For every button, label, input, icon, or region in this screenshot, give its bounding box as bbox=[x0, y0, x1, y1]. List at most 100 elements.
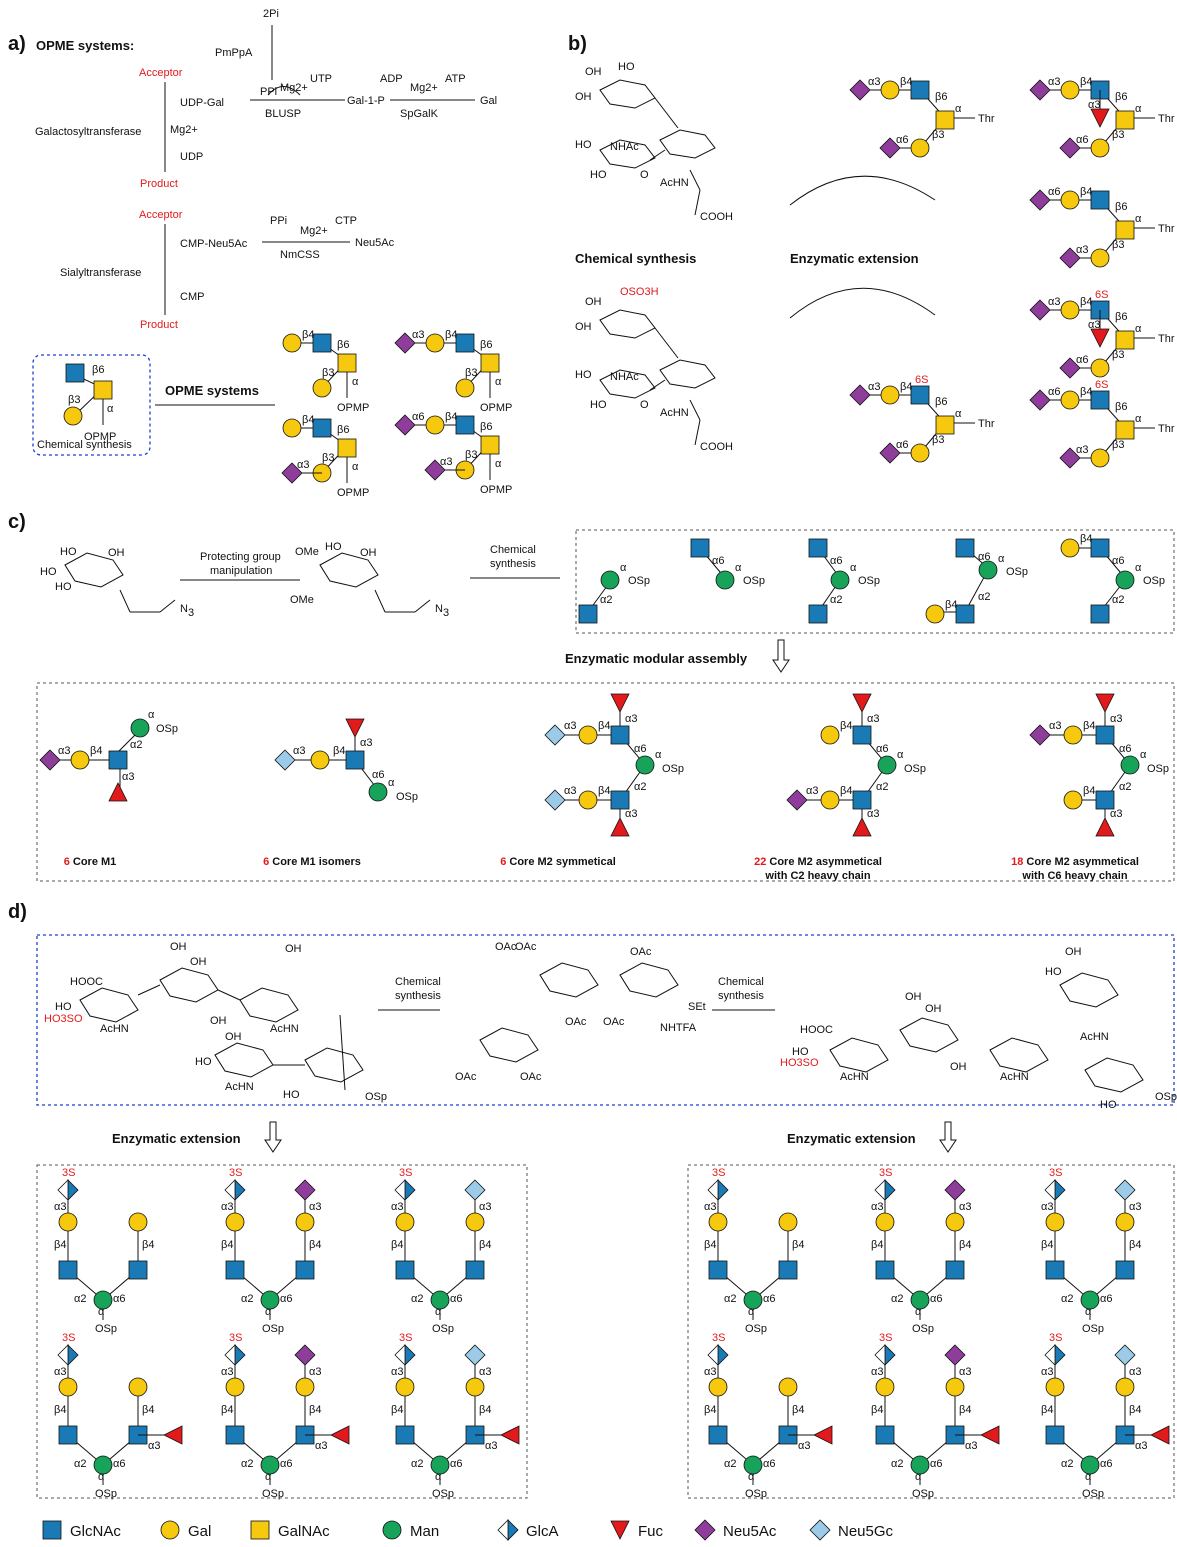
gal-icon bbox=[58, 1212, 78, 1232]
glcnac-icon bbox=[65, 363, 85, 383]
label: N bbox=[180, 603, 188, 615]
label: OH bbox=[585, 296, 602, 308]
neu5ac-icon bbox=[849, 79, 871, 101]
gal-legend-icon bbox=[160, 1520, 180, 1540]
label: HO bbox=[40, 566, 57, 578]
text-mg2: Mg2+ bbox=[410, 82, 438, 94]
label: α2 bbox=[876, 781, 888, 793]
gal-icon bbox=[945, 1212, 965, 1232]
label: α3 bbox=[798, 1440, 810, 1452]
glcnac-icon bbox=[395, 1425, 415, 1445]
gal-icon bbox=[1063, 725, 1083, 745]
neu5ac-icon bbox=[879, 137, 901, 159]
label: α6 bbox=[1100, 1458, 1112, 1470]
text-mg1: Mg2+ bbox=[280, 82, 308, 94]
label: β4 bbox=[479, 1404, 491, 1416]
sugar-ring bbox=[1059, 972, 1119, 1008]
glcnac-icon bbox=[778, 1260, 798, 1280]
gal-icon bbox=[128, 1377, 148, 1397]
label: OSp bbox=[156, 723, 178, 735]
text-gal1p: Gal-1-P bbox=[347, 95, 385, 107]
gal-icon bbox=[225, 1212, 245, 1232]
fucose-icon bbox=[1090, 328, 1110, 348]
glca-half bbox=[717, 1179, 729, 1201]
linkage-line bbox=[654, 97, 679, 129]
mannose-icon bbox=[877, 755, 897, 775]
label: α3 bbox=[1048, 296, 1060, 308]
linkage-line bbox=[649, 149, 666, 161]
label: α3 bbox=[868, 76, 880, 88]
sugar-ring bbox=[479, 1027, 539, 1063]
mannose-ring bbox=[319, 552, 379, 588]
mannose-icon bbox=[830, 570, 850, 590]
text-cooh1: COOH bbox=[700, 211, 733, 223]
mannose-icon bbox=[260, 1290, 280, 1310]
glca-half bbox=[507, 1519, 519, 1541]
glcnac-icon bbox=[955, 538, 975, 558]
label: α bbox=[148, 709, 155, 721]
glcnac-icon bbox=[852, 790, 872, 810]
label: β4 bbox=[302, 414, 314, 426]
fucose-icon bbox=[1095, 817, 1115, 837]
label: β6 bbox=[92, 364, 104, 376]
mannose-icon bbox=[910, 1290, 930, 1310]
text-2pi: 2Pi bbox=[263, 8, 279, 20]
label: α3 bbox=[867, 713, 879, 725]
label: α2 bbox=[1112, 594, 1124, 606]
label: α6 bbox=[1119, 743, 1131, 755]
label: HO bbox=[1100, 1099, 1117, 1111]
label: β6 bbox=[935, 91, 947, 103]
fuc-legend-icon bbox=[610, 1520, 630, 1540]
label: α3 bbox=[309, 1366, 321, 1378]
label: α3 bbox=[485, 1440, 497, 1452]
label: β4 bbox=[598, 720, 610, 732]
label: OH bbox=[925, 1003, 942, 1015]
legend-label: Neu5Ac bbox=[723, 1523, 777, 1540]
label: α6 bbox=[763, 1293, 775, 1305]
label: α6 bbox=[1076, 134, 1088, 146]
label: β4 bbox=[54, 1239, 66, 1251]
text-chem-c: Chemical bbox=[490, 544, 536, 556]
label: α3 bbox=[412, 329, 424, 341]
sulfate-6s: 6S bbox=[1095, 379, 1108, 391]
galnac-icon bbox=[1115, 110, 1135, 130]
gal-icon bbox=[395, 1377, 415, 1397]
label: α2 bbox=[130, 739, 142, 751]
thr-label: Thr bbox=[1158, 113, 1175, 125]
text-enz-d2: Enzymatic extension bbox=[787, 1131, 916, 1146]
mannose-icon bbox=[430, 1290, 450, 1310]
label: OSp bbox=[432, 1323, 454, 1335]
label: β6 bbox=[337, 424, 349, 436]
label: α3 bbox=[1129, 1366, 1141, 1378]
gal-icon bbox=[820, 790, 840, 810]
panel-c: c) Protecting group manipulation Chemica… bbox=[8, 511, 1175, 882]
galnac-icon bbox=[480, 353, 500, 373]
glca-icon bbox=[1044, 1179, 1066, 1201]
label: α2 bbox=[830, 594, 842, 606]
thr-label: Thr bbox=[978, 113, 995, 125]
gal-icon bbox=[820, 725, 840, 745]
label: β4 bbox=[1080, 296, 1092, 308]
glca-half bbox=[874, 1179, 886, 1201]
label: α2 bbox=[1061, 1293, 1073, 1305]
glca-half bbox=[717, 1344, 729, 1366]
text-udpgal: UDP-Gal bbox=[180, 97, 224, 109]
label: HO bbox=[575, 369, 592, 381]
glcnac-icon bbox=[58, 1260, 78, 1280]
glca-legend-icon bbox=[497, 1519, 519, 1541]
text-chem-d2b: synthesis bbox=[718, 990, 764, 1002]
glcnac-icon bbox=[1095, 790, 1115, 810]
label: HO bbox=[55, 581, 72, 593]
text-nhtfa: NHTFA bbox=[660, 1022, 697, 1034]
glcnac-icon bbox=[395, 1260, 415, 1280]
label: β4 bbox=[445, 329, 457, 341]
glcnac-icon bbox=[1090, 604, 1110, 624]
label: OH bbox=[225, 1031, 242, 1043]
label: α bbox=[1135, 103, 1142, 115]
caption-text: Core M1 isomers bbox=[272, 856, 361, 868]
label: β3 bbox=[465, 449, 477, 461]
label: α3 bbox=[867, 808, 879, 820]
sulfate-3s: 3S bbox=[62, 1167, 75, 1179]
label: α3 bbox=[868, 381, 880, 393]
sugar-ring bbox=[659, 359, 716, 389]
